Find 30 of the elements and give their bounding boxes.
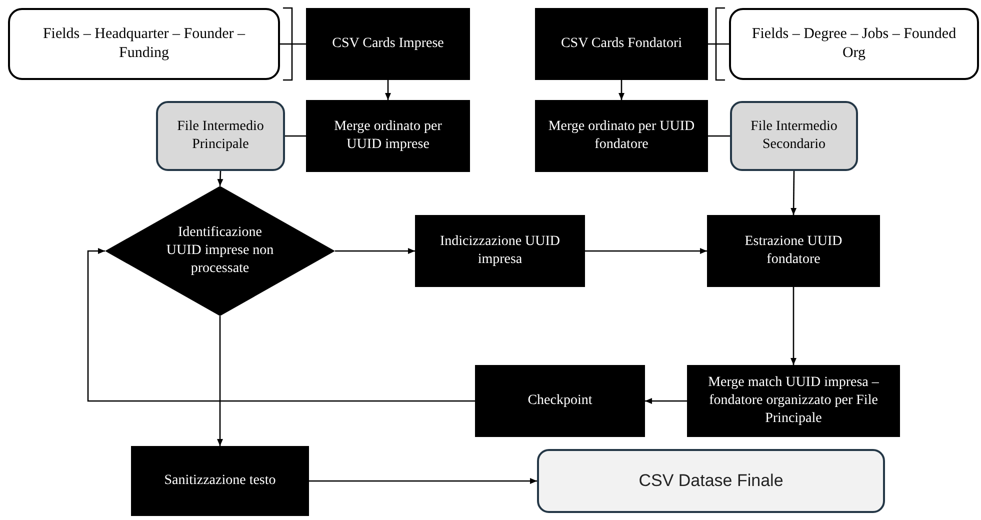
process-box: Sanitizzazione testo [131,446,309,516]
connector-line [280,43,306,45]
process-box: CSV Cards Fondatori [535,8,708,80]
field-list-box: Fields – Headquarter – Founder – Funding [8,8,280,80]
arrow [335,248,415,254]
file-box: File Intermedio Secondario [730,101,858,171]
connector-line [708,135,730,137]
arrow [790,171,797,215]
arrow [385,80,391,100]
arrow [217,170,224,186]
process-box: Indicizzazione UUID impresa [415,215,585,287]
process-box: Merge ordinato per UUID fondatore [535,100,708,172]
process-box: Merge ordinato per UUID imprese [306,100,470,172]
file-box: File Intermedio Principale [156,101,285,171]
arrow [87,248,475,402]
arrow [618,80,624,100]
arrow [309,478,537,484]
decision-diamond: Identificazione UUID imprese non processate [105,186,335,316]
connector-line [708,43,729,45]
field-list-box: Fields – Degree – Jobs – Founded Org [729,8,979,80]
arrow [217,316,223,446]
process-box: Merge match UUID impresa – fondatore organizzato per File Principale [687,365,900,437]
process-box: Estrazione UUID fondatore [707,215,880,287]
arrow [645,398,687,404]
process-box: Checkpoint [475,365,645,437]
output-box: CSV Datase Finale [537,449,885,513]
process-box: CSV Cards Imprese [306,8,470,80]
connector-line [285,135,306,137]
arrow [790,287,796,365]
arrow [585,248,707,254]
